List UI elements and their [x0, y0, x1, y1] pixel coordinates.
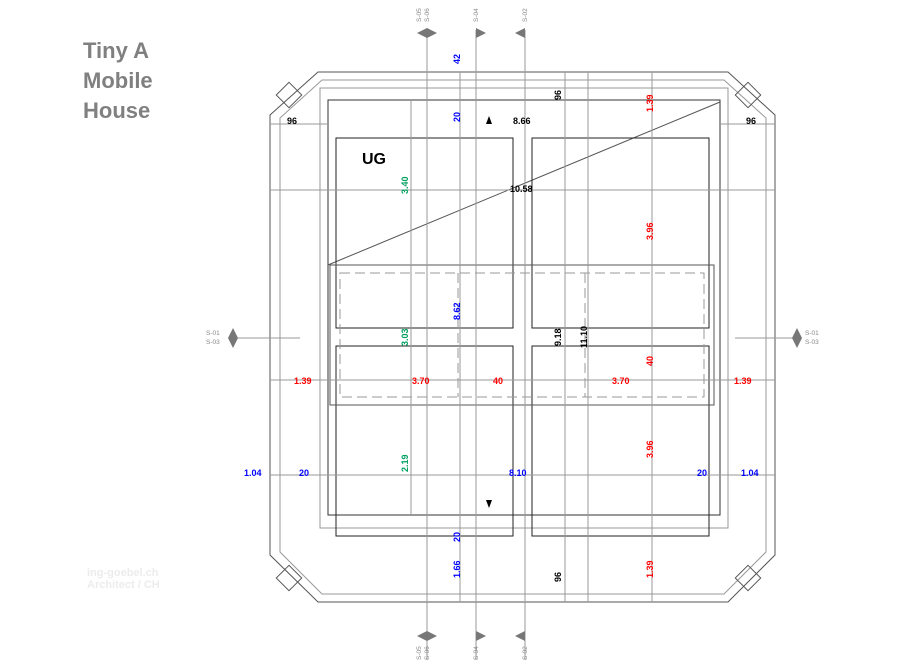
- dimension-label: S-03: [805, 339, 819, 346]
- dimension-label: 20: [697, 468, 707, 478]
- section-marker-s05-bottom: [417, 631, 437, 641]
- plan-label: UG: [362, 151, 386, 168]
- dimension-label: S-04: [473, 646, 480, 660]
- watermark-site: ing-goebel.ch: [87, 567, 159, 579]
- dimension-label: 42: [452, 54, 462, 64]
- dimension-label: 1.04: [741, 468, 759, 478]
- dimension-label: 96: [553, 572, 563, 582]
- dimension-label: 8.62: [452, 302, 462, 320]
- dimension-label: 20: [452, 532, 462, 542]
- dimension-label: S-02: [522, 646, 529, 660]
- dimension-label: 1.39: [645, 94, 655, 112]
- dimension-label: 9.18: [553, 328, 563, 346]
- section-marker-s02-bottom: [515, 631, 525, 641]
- dimension-label: 20: [299, 468, 309, 478]
- dimension-label: S-01: [805, 330, 819, 337]
- dimension-label: S-02: [522, 8, 529, 22]
- dimension-label: 1.66: [452, 560, 462, 578]
- dimension-label: 3.96: [645, 440, 655, 458]
- dimension-label: S-05: [416, 8, 423, 22]
- section-marker-s02-top: [515, 28, 525, 38]
- dimension-label: 1.39: [645, 560, 655, 578]
- north-arrow-bottom: [486, 500, 492, 508]
- dimension-label: 40: [493, 376, 503, 386]
- section-marker-s05-top: [417, 28, 437, 38]
- dimension-label: 10.58: [510, 184, 533, 194]
- north-arrow-top: [486, 116, 492, 124]
- dimension-label: S-05: [416, 646, 423, 660]
- watermark-role: Architect / CH: [87, 579, 160, 591]
- title-line-1: Tiny A: [83, 38, 150, 63]
- dimension-label: 96: [287, 116, 297, 126]
- dimension-label: 1.04: [244, 468, 262, 478]
- dimension-label: 1.39: [294, 376, 312, 386]
- dimension-label: S-06: [424, 646, 431, 660]
- dimension-label: 11.10: [579, 326, 589, 348]
- dimension-lines: [235, 30, 800, 660]
- title-line-2: Mobile: [83, 68, 153, 93]
- dimension-label: 3.03: [400, 328, 410, 346]
- dimension-label: 20: [452, 112, 462, 122]
- dimension-label: 3.40: [400, 176, 410, 194]
- title-line-3: House: [83, 98, 151, 123]
- dimension-label: S-04: [473, 8, 480, 22]
- dimension-label: 1.39: [734, 376, 752, 386]
- dimension-label: 40: [645, 356, 655, 366]
- dimension-label: 3.70: [412, 376, 430, 386]
- outline: [269, 71, 776, 603]
- dimension-label: 3.96: [645, 222, 655, 240]
- dimension-label: 8.10: [509, 468, 527, 478]
- dimension-label: 8.66: [513, 116, 531, 126]
- dimension-label: S-06: [424, 8, 431, 22]
- dimension-label: 2.19: [400, 454, 410, 472]
- dimension-label: S-01: [206, 330, 220, 337]
- section-marker-s04-top: [476, 28, 486, 38]
- section-marker-right: [792, 328, 802, 348]
- section-marker-left: [228, 328, 238, 348]
- dimension-label: S-03: [206, 339, 220, 346]
- dimension-label: 96: [746, 116, 756, 126]
- dimension-label: 96: [553, 90, 563, 100]
- section-marker-s04-bottom: [476, 631, 486, 641]
- dimension-labels: 42 20 8.66 96 1.39 96 96 3.40 10.58 3.96…: [244, 54, 759, 582]
- dimension-label: 3.70: [612, 376, 630, 386]
- section-markers: [228, 28, 802, 641]
